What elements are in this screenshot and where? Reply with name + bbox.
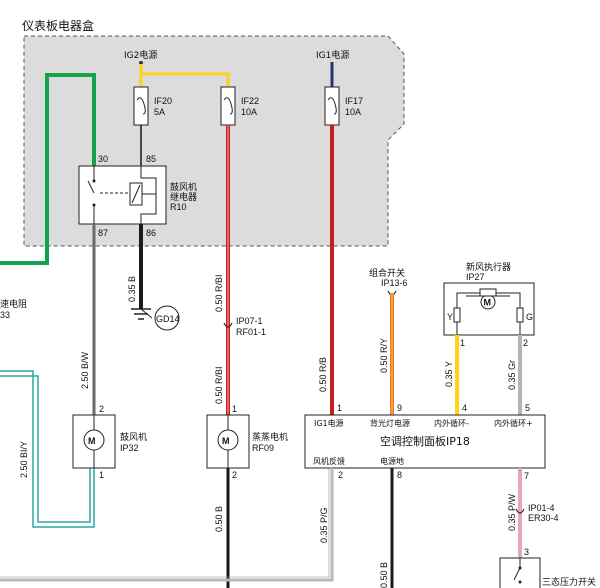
wire-050b-a-label: 0.50 B — [214, 506, 224, 532]
cp-top-label-recirc-plus: 内外循环+ — [494, 418, 533, 428]
control-panel-ip18: 1 9 4 5 IG1电源 背光灯电源 内外循环- 内外循环+ 空调控制面板IP… — [304, 403, 546, 480]
cp-bottom-label-fan: 风机反馈 — [313, 456, 345, 466]
relay-pin-87: 87 — [98, 228, 108, 238]
cp-pin-9: 9 — [397, 403, 402, 413]
cp-title: 空调控制面板IP18 — [380, 434, 470, 448]
cp-pin-5: 5 — [525, 403, 530, 413]
fuse-if17-rating: 10A — [345, 107, 361, 117]
actuator-lb: Y — [447, 312, 453, 322]
cp-pin-2: 2 — [338, 470, 343, 480]
fuse-if22: IF22 10A — [220, 86, 259, 126]
relay-r10: 30 85 87 86 鼓风机 继电器 R10 — [78, 154, 197, 238]
source-ig1-label: IG1电源 — [316, 49, 349, 61]
wire-fan-feedback — [0, 468, 334, 582]
wire-050rbi-a-label: 0.50 R/BI — [214, 274, 224, 312]
motor-evap: M 1 2 蒸蒸电机 RF09 — [206, 404, 288, 480]
pressure-switch: 3 — [499, 547, 541, 588]
motor-blower-pin-top: 2 — [99, 404, 104, 414]
motor-blower-pin-bottom: 1 — [99, 470, 104, 480]
actuator-rb: G — [526, 312, 533, 322]
wire-fan-feedback-edge — [0, 468, 330, 578]
wire-green — [0, 73, 96, 265]
wire-035pw-label: 0.35 P/W — [507, 493, 517, 531]
actuator-pin1: 1 — [460, 338, 465, 348]
wire-ground-label: 0.35 B — [127, 276, 137, 302]
fuse-if22-rating: 10A — [241, 107, 257, 117]
motor-blower-id: IP32 — [120, 443, 139, 453]
fuse-if17-id: IF17 — [345, 96, 363, 106]
relay-name-line1: 鼓风机 — [170, 181, 197, 193]
actuator-title: 新风执行器 — [466, 261, 511, 273]
cp-top-label-backlight: 背光灯电源 — [370, 418, 410, 428]
cp-bottom-label-gnd: 电源地 — [380, 456, 404, 466]
wire-035gr-label: 0.35 Gr — [507, 360, 517, 390]
svg-text:M: M — [484, 298, 492, 308]
relay-name-line2: 继电器 — [170, 191, 197, 203]
fuse-if20-rating: 5A — [154, 107, 165, 117]
wire-250biy-label: 2.50 BI/Y — [19, 441, 29, 478]
relay-pin-85: 85 — [146, 154, 156, 164]
motor-evap-pin-bottom: 2 — [232, 470, 237, 480]
cp-pin-8: 8 — [397, 470, 402, 480]
cp-pin-4: 4 — [462, 403, 467, 413]
cp-pin-1: 1 — [337, 403, 342, 413]
relay-pin-30: 30 — [98, 154, 108, 164]
wire-050rbi-b-label: 0.50 R/BI — [214, 366, 224, 404]
source-ig2-label: IG2电源 — [124, 49, 157, 61]
motor-evap-id: RF09 — [252, 443, 274, 453]
ground-symbol — [131, 305, 180, 331]
connector-ip01: IP01-4 — [528, 503, 555, 513]
svg-text:M: M — [222, 436, 230, 446]
connector-rf01: RF01-1 — [236, 327, 266, 337]
fuse-if22-id: IF22 — [241, 96, 259, 106]
connector-ip07: IP07-1 — [236, 316, 263, 326]
connector-ip13: IP13-6 — [381, 278, 408, 288]
resistor-left-line2: 33 — [0, 310, 10, 320]
wire-250bw-label: 2.50 B/W — [80, 351, 90, 389]
actuator-ip27: M Y G 1 2 — [443, 282, 535, 348]
ground-label: GD14 — [156, 314, 180, 324]
pressure-pin: 3 — [524, 547, 529, 557]
motor-blower-name: 鼓风机 — [120, 431, 147, 443]
wire-035y-label: 0.35 Y — [444, 361, 454, 387]
wire-050rb-label: 0.50 R/B — [318, 357, 328, 392]
relay-pin-86: 86 — [146, 228, 156, 238]
wire-yellow — [139, 64, 230, 87]
relay-id: R10 — [170, 202, 187, 212]
connector-ip01-symbol — [515, 508, 525, 514]
actuator-pin2: 2 — [523, 338, 528, 348]
wire-teal-outer — [0, 370, 95, 528]
motor-evap-name: 蒸蒸电机 — [252, 431, 288, 443]
fuse-if20-id: IF20 — [154, 96, 172, 106]
pressure-switch-label: 三态压力开关 — [542, 576, 596, 588]
combo-switch-label: 组合开关 — [369, 267, 405, 279]
wire-050ry-label: 0.50 R/Y — [379, 338, 389, 373]
resistor-left-line1: 速电阻 — [0, 298, 27, 310]
connector-er30: ER30-4 — [528, 513, 559, 523]
cp-top-label-ig1: IG1电源 — [314, 418, 344, 428]
motor-evap-pin-top: 1 — [232, 404, 237, 414]
panel-title: 仪表板电器盒 — [22, 18, 94, 33]
wire-035pg-label: 0.35 P/G — [319, 507, 329, 543]
fuse-if20: IF20 5A — [133, 86, 172, 126]
motor-blower: M 2 1 鼓风机 IP32 — [72, 404, 147, 480]
wire-050b-b-label: 0.50 B — [379, 562, 389, 588]
wire-teal-inner — [0, 375, 91, 523]
pressure-pin-7: 7 — [524, 471, 529, 481]
cp-top-label-recirc-minus: 内外循环- — [434, 418, 469, 428]
actuator-id: IP27 — [466, 272, 485, 282]
svg-text:M: M — [88, 436, 96, 446]
connector-ip07-symbol — [223, 322, 233, 328]
